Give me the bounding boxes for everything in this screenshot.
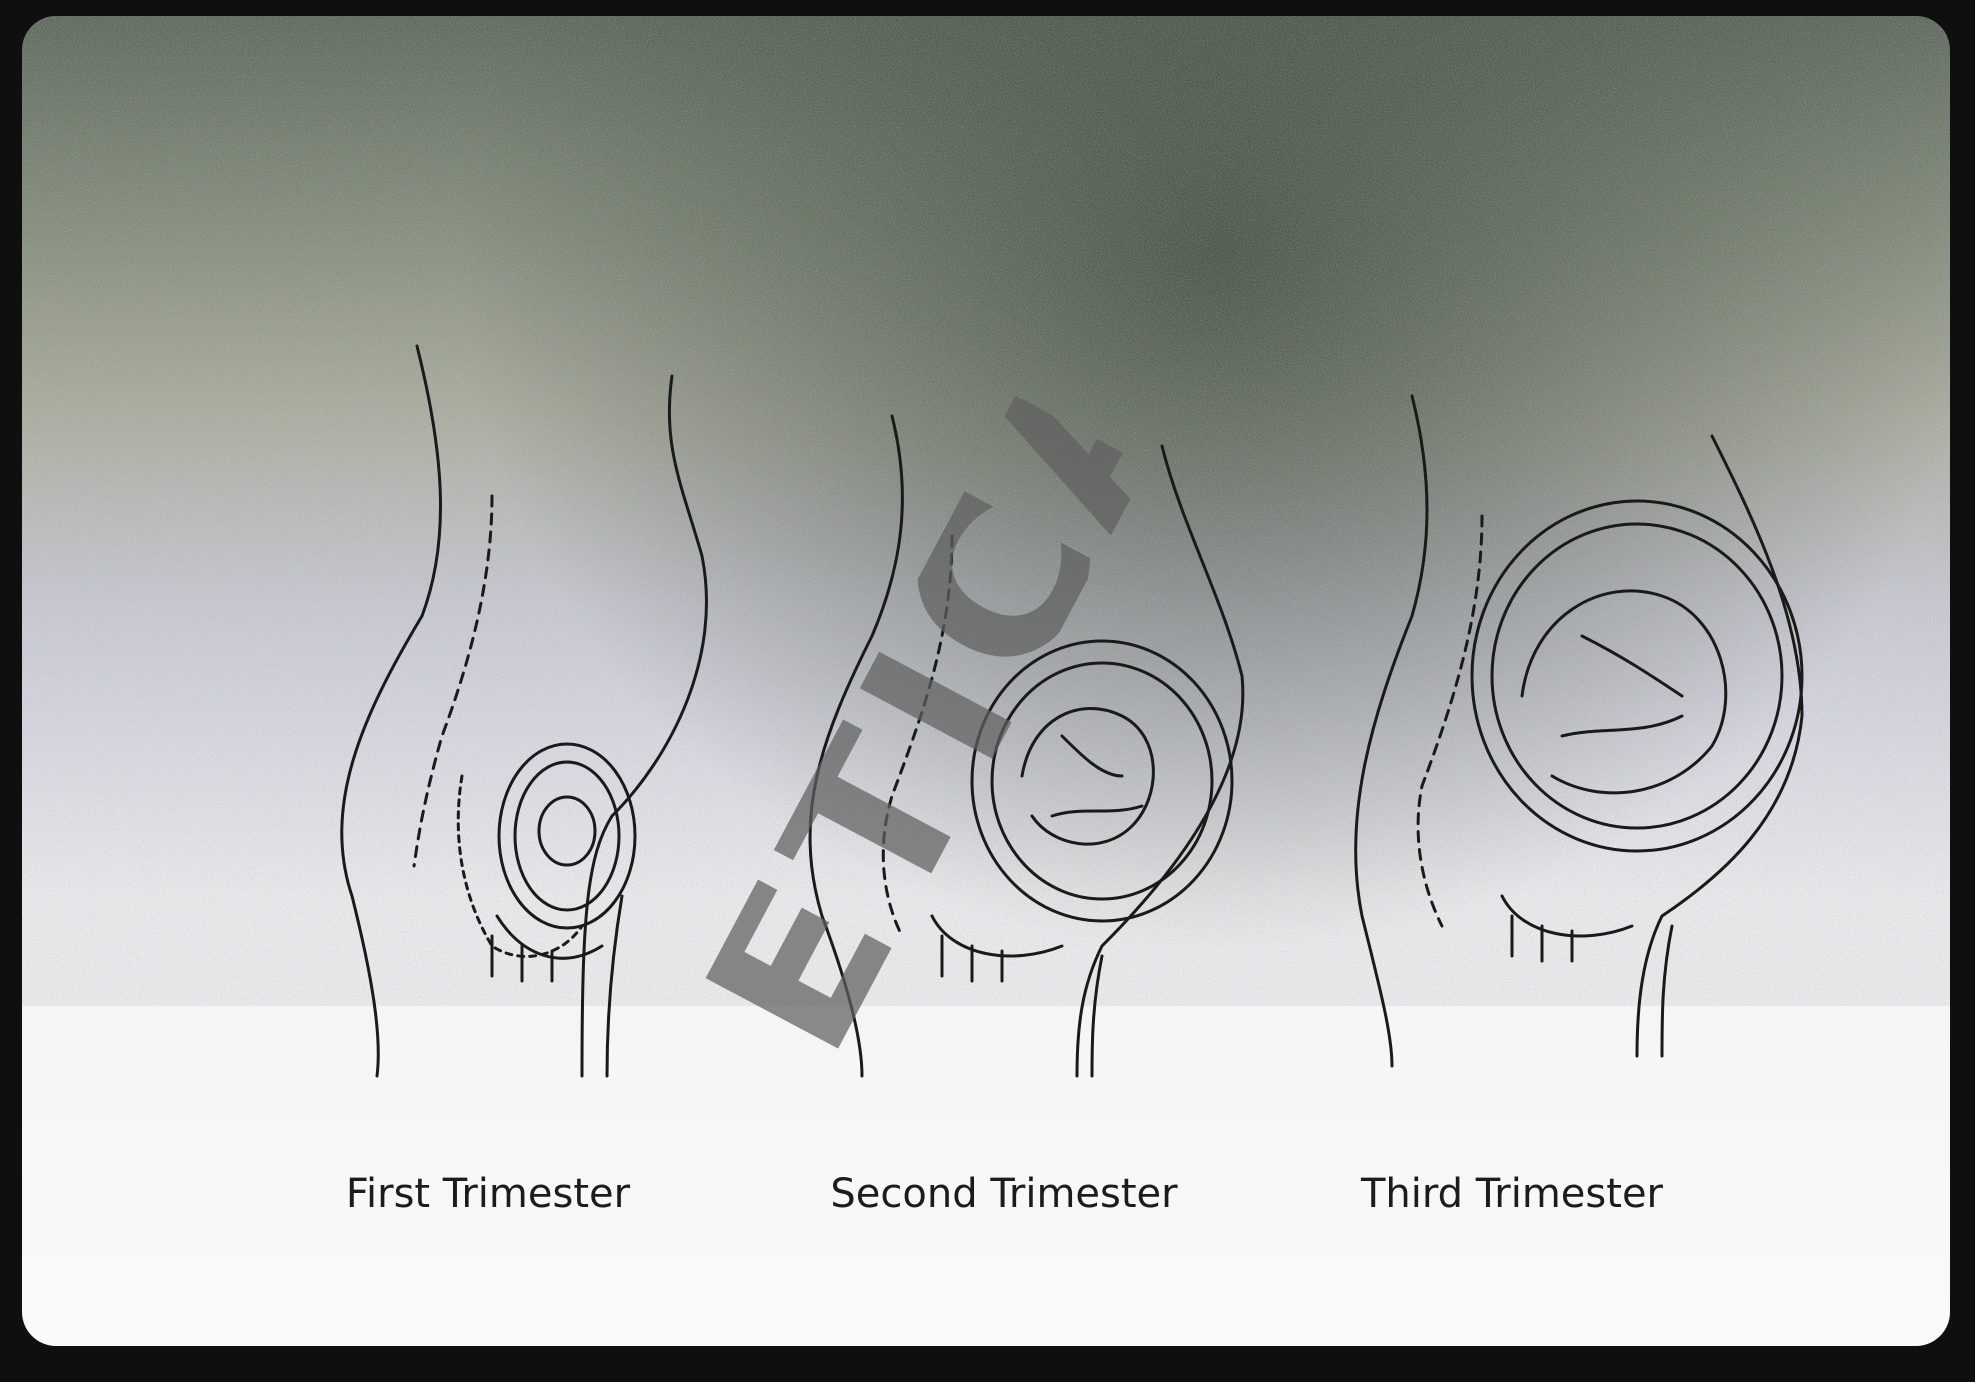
second-trimester-label: Second Trimester: [794, 1164, 1214, 1224]
third-trimester-label: Third Trimester: [1322, 1164, 1702, 1224]
first-trimester-label: First Trimester: [318, 1164, 658, 1224]
illustration-frame: ETICAL First Trimester Second Trimester …: [22, 16, 1950, 1346]
first-trimester-figure: [342, 346, 707, 1076]
third-trimester-figure: [1356, 396, 1802, 1066]
